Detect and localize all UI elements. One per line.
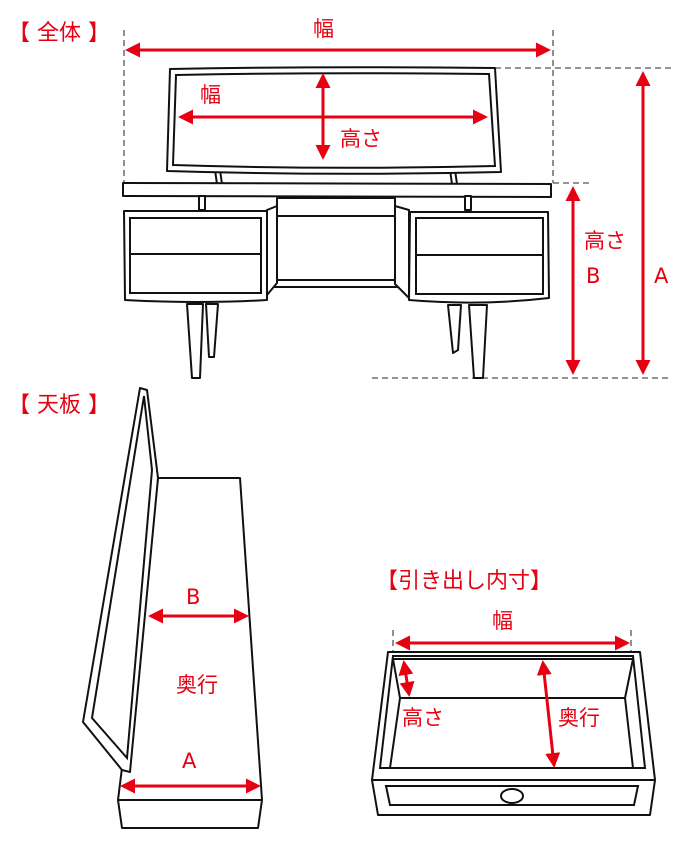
- drawer-edge: [624, 697, 634, 769]
- drawer-edge: [624, 658, 634, 699]
- drawer-depth-label: 奥行: [558, 706, 600, 730]
- drawer-depth-arrow: [536, 660, 561, 768]
- post: [464, 195, 472, 211]
- drawer-edge: [389, 697, 401, 769]
- left-drawer-unit: [123, 210, 268, 303]
- center-shelf: [266, 279, 404, 288]
- drawer-section: 【引き出し内寸】 幅 高さ 奥行: [371, 569, 656, 816]
- overall-width-label: 幅: [313, 17, 334, 41]
- leg: [447, 304, 462, 354]
- overall-title: 【 全体 】: [8, 21, 110, 46]
- mirror-glass: [171, 72, 497, 169]
- drawer-knob: [500, 788, 524, 804]
- tabletop-b-label: B: [186, 585, 200, 609]
- height-b-label: 高さ: [584, 229, 626, 253]
- drawer-front-panel: [384, 785, 640, 806]
- overall-section: 【 全体 】: [8, 17, 672, 379]
- table-top: [122, 182, 552, 198]
- right-drawer-unit: [408, 211, 550, 304]
- side-panel: [394, 205, 410, 299]
- drawer-inner: [378, 655, 647, 769]
- mirror-width-label: 幅: [200, 83, 221, 107]
- leg: [205, 303, 219, 358]
- post: [198, 195, 206, 211]
- tabletop-a-label: A: [182, 749, 197, 773]
- tabletop-depth-label: 奥行: [176, 673, 218, 697]
- center-apron: [276, 197, 396, 284]
- drawer-title: 【引き出し内寸】: [376, 569, 552, 594]
- mirror-height-label: 高さ: [340, 127, 382, 151]
- tabletop-base: [117, 799, 263, 829]
- leg: [468, 304, 488, 379]
- leg: [186, 303, 204, 379]
- side-panel: [266, 205, 278, 296]
- tabletop-section: 【 天板 】 B 奥行 A: [8, 387, 263, 829]
- tabletop-title: 【 天板 】: [8, 393, 110, 418]
- mirror-side: [82, 387, 159, 773]
- drawer-width-label: 幅: [492, 609, 513, 633]
- b-label: B: [586, 264, 600, 288]
- left-drawer: [129, 217, 262, 294]
- mirror-side-inner: [90, 395, 154, 761]
- a-label: A: [654, 264, 669, 288]
- drawer-height-arrow: [398, 660, 415, 697]
- drawer-height-label: 高さ: [402, 706, 444, 730]
